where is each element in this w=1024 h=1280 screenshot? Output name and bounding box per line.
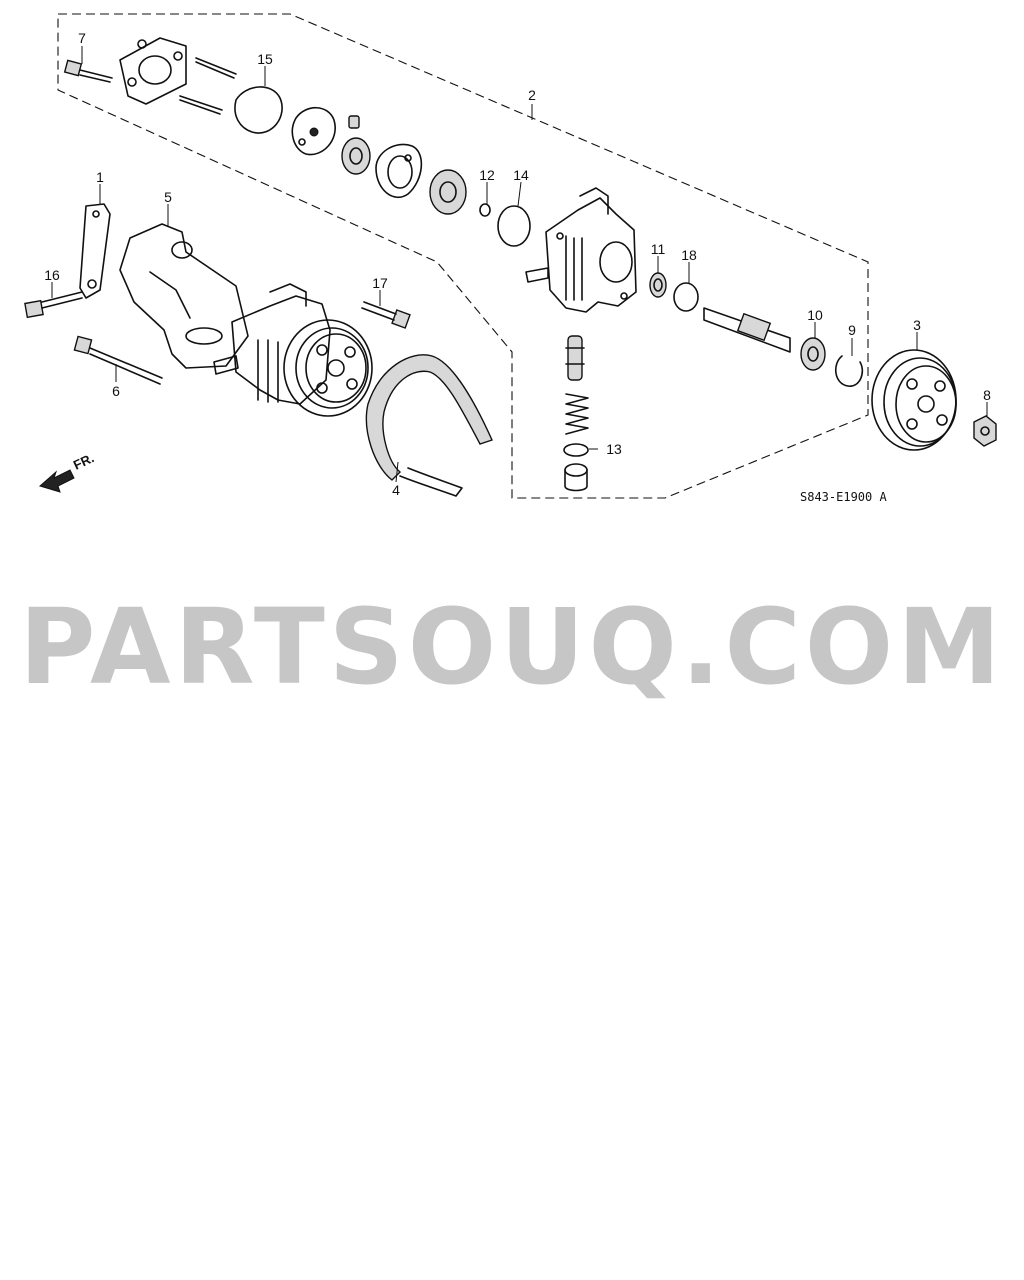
callout-15: 15	[257, 51, 273, 67]
pump-shaft-part	[703, 307, 791, 353]
valve-plug-part	[564, 463, 588, 492]
flow-control-valve-part	[565, 335, 585, 381]
bracket-part-5	[119, 223, 249, 369]
callout-7: 7	[78, 30, 86, 46]
callout-1: 1	[96, 169, 104, 185]
front-direction-arrow: FR.	[38, 450, 96, 493]
assembled-pump-body	[213, 283, 331, 405]
o-ring-part-15	[234, 86, 283, 134]
drive-belt-part-4	[365, 354, 493, 497]
assembly-boundary	[57, 13, 869, 499]
nut-part-8	[973, 415, 997, 447]
bearing-part-11	[649, 272, 667, 298]
bolt-part-16	[24, 291, 83, 319]
callout-4: 4	[392, 482, 400, 498]
callout-5: 5	[164, 189, 172, 205]
bolt-part-17	[361, 301, 411, 329]
valve-spring-part	[565, 393, 589, 435]
callout-9: 9	[848, 322, 856, 338]
pump-cover-part	[119, 37, 187, 105]
seal-part-12	[479, 203, 491, 217]
vane-part	[348, 115, 360, 129]
seal-part-18	[673, 282, 699, 312]
cam-ring-part	[375, 143, 423, 199]
o-ring-part-14	[497, 205, 531, 247]
callout-16: 16	[44, 267, 60, 283]
callout-14: 14	[513, 167, 529, 183]
o-ring-part-13	[563, 443, 589, 457]
callout-13: 13	[606, 441, 622, 457]
pulley-part-3	[871, 349, 957, 451]
assembled-pulley	[283, 319, 373, 417]
callout-17: 17	[372, 275, 388, 291]
callout-11: 11	[651, 241, 666, 257]
diagram-code: S843-E1900 A	[800, 490, 887, 504]
rotor-part	[341, 137, 371, 175]
dowel-pins	[179, 57, 237, 115]
side-plate-part	[291, 106, 336, 156]
bolt-part-6	[73, 335, 163, 385]
front-marker-label: FR.	[71, 450, 96, 472]
callout-12: 12	[479, 167, 495, 183]
callout-18: 18	[681, 247, 697, 263]
leader-lines	[51, 46, 988, 483]
callout-labels: 1 2 3 4 5 6 7 8 9 10 11 12 13 14 15 16 1…	[44, 30, 991, 498]
bolt-part-7	[63, 59, 113, 83]
callout-2: 2	[528, 87, 536, 103]
callout-10: 10	[807, 307, 823, 323]
callout-8: 8	[983, 387, 991, 403]
adjuster-part-1	[79, 203, 111, 299]
snap-ring-part-9	[835, 355, 864, 387]
pressure-plate-part	[429, 169, 467, 215]
watermark: PARTSOUQ.COM	[19, 586, 1004, 708]
pump-body-part	[525, 187, 637, 313]
callout-3: 3	[913, 317, 921, 333]
bearing-part-10	[800, 337, 826, 371]
callout-6: 6	[112, 383, 120, 399]
